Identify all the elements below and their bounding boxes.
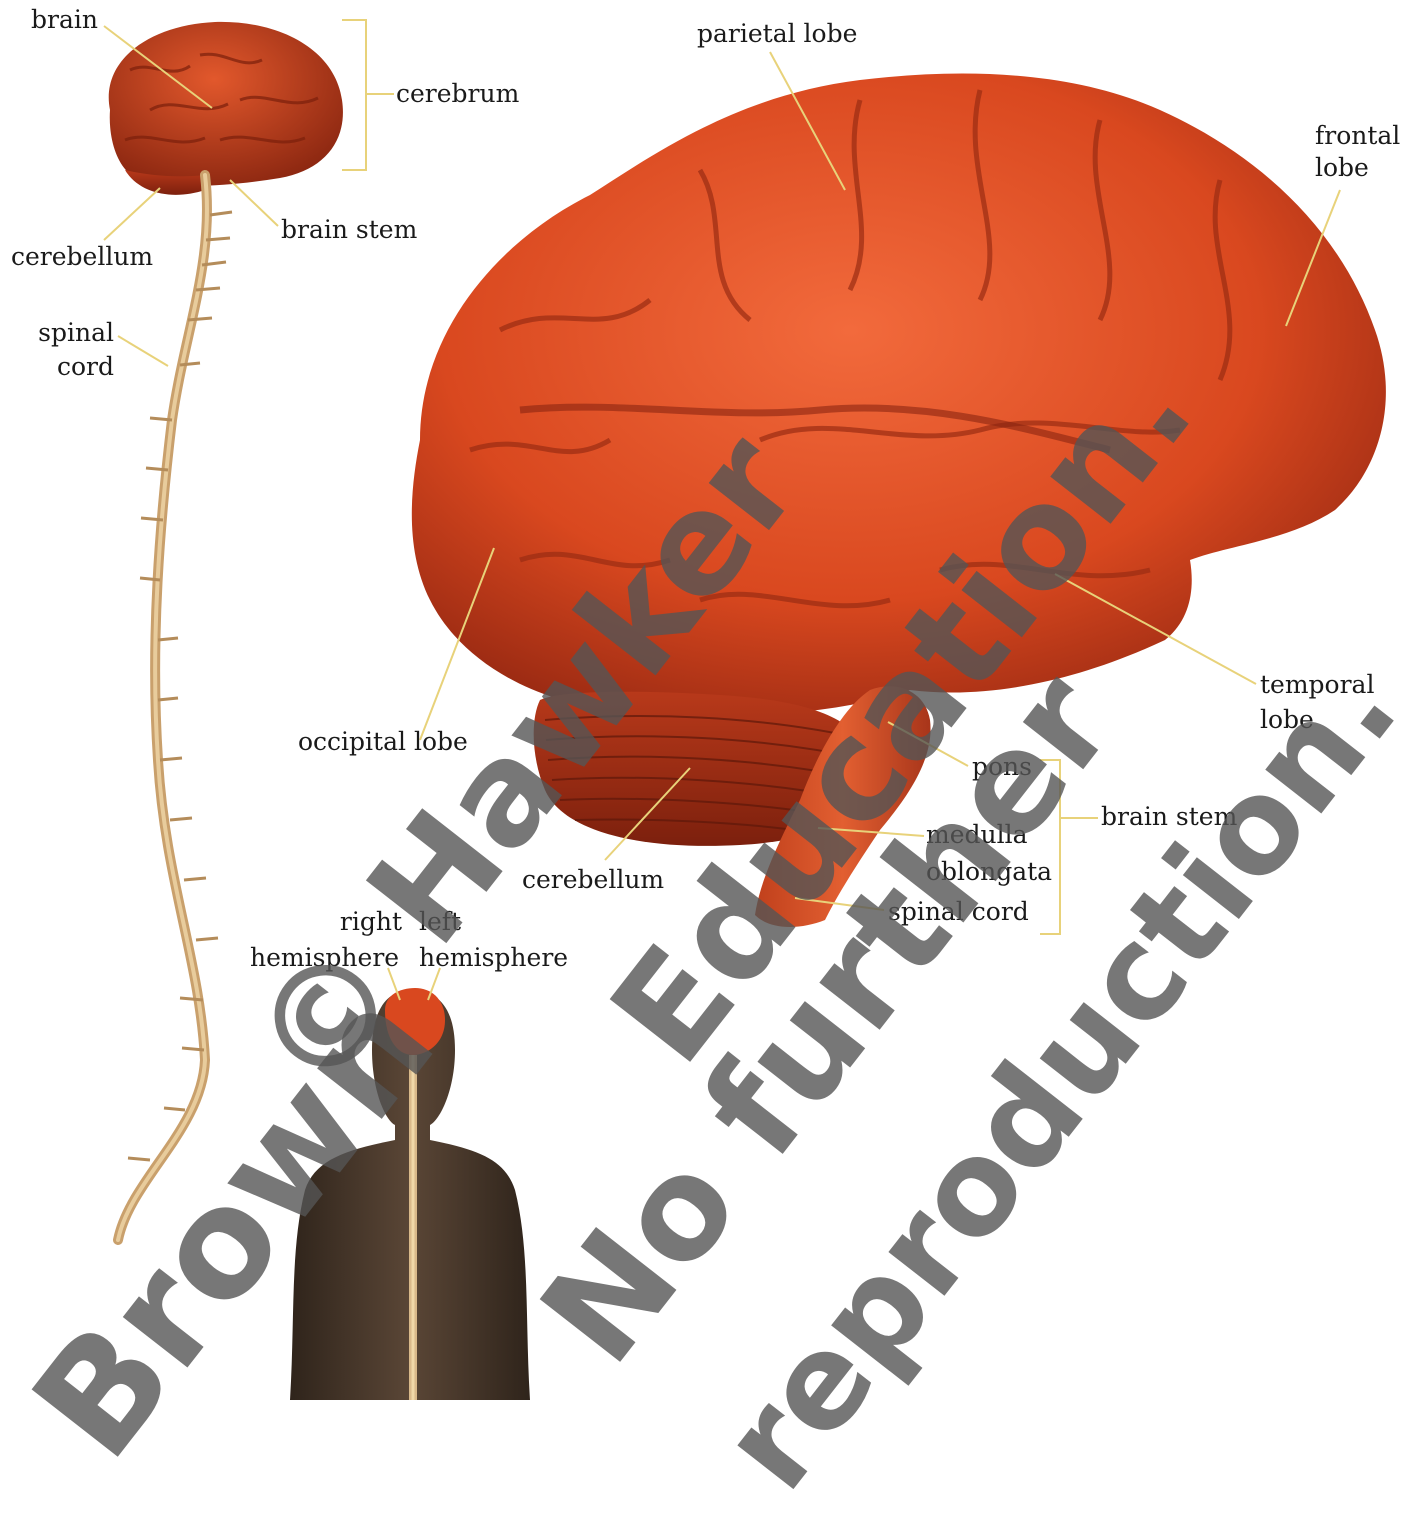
label-medulla-line1: medulla	[926, 818, 1028, 852]
label-spinal-cord-small-line2: cord	[20, 350, 114, 384]
label-temporal-lobe-line2: lobe	[1260, 703, 1314, 737]
diagram-stage: brain cerebrum brain stem cerebellum spi…	[0, 0, 1421, 1400]
label-left-hemisphere-line1: left	[419, 905, 461, 939]
label-parietal-lobe: parietal lobe	[697, 17, 857, 51]
label-frontal-lobe-line2: lobe	[1315, 151, 1369, 185]
label-spinal-cord-large: spinal cord	[888, 895, 1029, 929]
illustration	[0, 0, 1421, 1400]
label-frontal-lobe-line1: frontal	[1315, 119, 1400, 153]
label-occipital-lobe: occipital lobe	[298, 725, 468, 759]
label-cerebellum-large: cerebellum	[522, 863, 664, 897]
label-spinal-cord-small-line1: spinal	[20, 316, 114, 350]
label-cerebellum-small: cerebellum	[11, 240, 153, 274]
label-temporal-lobe-line1: temporal	[1260, 668, 1374, 702]
label-cerebrum: cerebrum	[396, 77, 519, 111]
label-brain: brain	[31, 3, 98, 37]
label-right-hemisphere-line1: right	[300, 905, 402, 939]
label-right-hemisphere-line2: hemisphere	[250, 941, 399, 975]
large-brain	[412, 74, 1386, 927]
label-brain-stem-large: brain stem	[1101, 800, 1237, 834]
body-figure	[290, 988, 530, 1400]
label-left-hemisphere-line2: hemisphere	[419, 941, 568, 975]
label-pons: pons	[972, 750, 1032, 784]
small-brain	[109, 22, 343, 195]
spinal-cord-figure	[118, 175, 232, 1240]
label-brain-stem-small: brain stem	[281, 213, 417, 247]
label-medulla-line2: oblongata	[926, 855, 1052, 889]
